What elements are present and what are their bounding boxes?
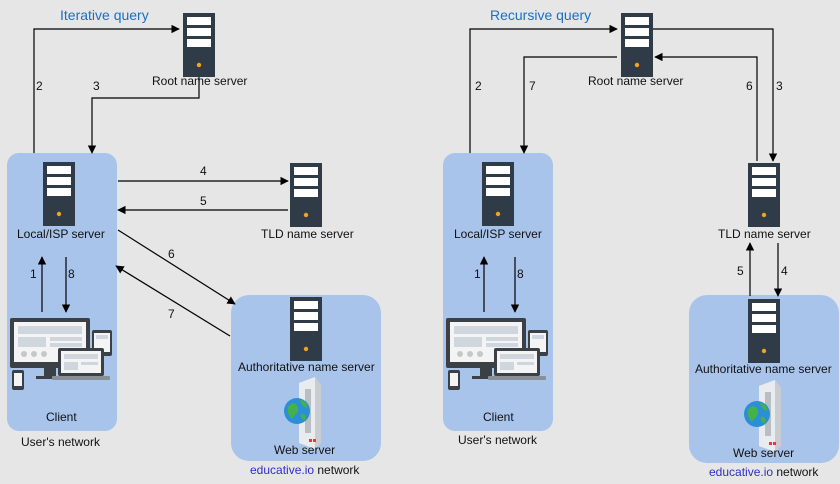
iterative-tld-server-label: TLD name server: [261, 227, 354, 241]
recursive-tld-server-label: TLD name server: [718, 227, 811, 241]
recursive-local-server-icon: [482, 162, 514, 226]
recursive-arrow-2: [469, 24, 618, 153]
iterative-step-4: 4: [200, 164, 207, 178]
iterative-step-3: 3: [93, 79, 100, 93]
iterative-step-6: 6: [168, 247, 175, 261]
iterative-local-server-icon: [43, 162, 75, 226]
recursive-provider-network-label: educative.io network: [709, 465, 819, 479]
iterative-auth-server-icon: [290, 297, 322, 361]
recursive-auth-server-label: Authoritative name server: [695, 362, 832, 376]
iterative-auth-server-label: Authoritative name server: [238, 360, 375, 374]
recursive-arrow-3: [653, 28, 778, 162]
recursive-tld-server-icon: [748, 163, 780, 227]
iterative-arrow-6: [117, 229, 236, 305]
iterative-step-5: 5: [200, 194, 207, 208]
iterative-root-server-icon: [183, 13, 215, 77]
iterative-user-network-label: User's network: [21, 435, 101, 449]
recursive-step-2: 2: [475, 79, 482, 93]
recursive-step-5: 5: [737, 264, 744, 278]
iterative-root-server-label: Root name server: [152, 74, 247, 88]
recursive-local-server-label: Local/ISP server: [454, 227, 542, 241]
recursive-step-3: 3: [776, 79, 783, 93]
recursive-step-1: 1: [474, 267, 481, 281]
recursive-root-server-label: Root name server: [588, 74, 683, 88]
recursive-arrow-6: [654, 52, 758, 161]
iterative-step-7: 7: [168, 307, 175, 321]
recursive-user-network-label: User's network: [458, 433, 538, 447]
recursive-web-server-label: Web server: [733, 446, 794, 460]
iterative-web-server-label: Web server: [274, 443, 335, 457]
recursive-step-7: 7: [529, 79, 536, 93]
recursive-arrow-7: [519, 56, 617, 154]
iterative-provider-network-label: educative.io network: [250, 463, 360, 477]
iterative-tld-server-icon: [290, 163, 322, 227]
iterative-client-label: Client: [46, 410, 77, 424]
recursive-step-4: 4: [781, 264, 788, 278]
iterative-title: Iterative query: [60, 7, 149, 23]
iterative-arrow-3: [87, 77, 200, 154]
recursive-client-label: Client: [483, 410, 514, 424]
iterative-step-1: 1: [30, 267, 37, 281]
iterative-step-8: 8: [68, 267, 75, 281]
recursive-step-6: 6: [746, 79, 753, 93]
recursive-step-8: 8: [517, 267, 524, 281]
iterative-step-2: 2: [36, 79, 43, 93]
iterative-local-server-label: Local/ISP server: [17, 227, 105, 241]
iterative-arrow-2: [33, 24, 180, 153]
iterative-provider-network-box: [231, 295, 381, 461]
recursive-auth-server-icon: [748, 299, 780, 363]
iterative-arrow-7: [115, 265, 231, 337]
recursive-provider-network-box: [689, 295, 839, 463]
recursive-title: Recursive query: [490, 7, 591, 23]
recursive-root-server-icon: [621, 13, 653, 77]
